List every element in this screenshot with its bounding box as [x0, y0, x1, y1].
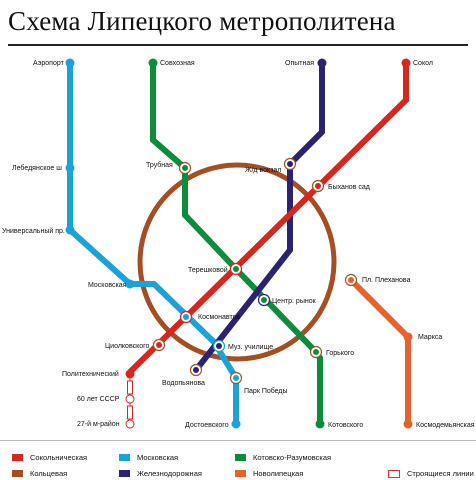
label-marksa: Маркса	[418, 334, 442, 341]
legend-divider	[0, 440, 476, 441]
line-koltsevaya	[137, 162, 337, 362]
label-vodopyanova: Водопьянова	[162, 380, 205, 387]
legend-item-construction: Строящиеся линии	[388, 469, 474, 478]
label-sokol: Сокол	[413, 60, 433, 67]
station-politekhnicheskiy-marker[interactable]	[125, 369, 135, 379]
station-markers	[65, 58, 413, 429]
station-dostoevskogo-marker[interactable]	[231, 419, 241, 429]
label-gorkogo: Горького	[326, 350, 354, 357]
label-trubnaya: Трубная	[146, 161, 173, 169]
label-sovkhoznaya: Совхозная	[160, 60, 195, 67]
legend-label: Котовско-Разумовская	[253, 453, 332, 462]
station-kosmonavtov-marker[interactable]	[179, 310, 193, 324]
label-kotovskogo: Котовского	[328, 422, 363, 429]
station-marksa-marker[interactable]	[403, 332, 413, 342]
station-vodopyanova-marker[interactable]	[189, 363, 203, 377]
station-tsiolkovskogo-marker[interactable]	[152, 338, 166, 352]
station-kosmodemyanskaya-marker[interactable]	[403, 419, 413, 429]
line-novolipetskaya	[348, 277, 411, 424]
label-park-pobedy: Парк Победы	[244, 387, 288, 395]
legend-item-novolipetskaya: Новолипецкая	[235, 469, 303, 478]
station-lebedyanskoe-marker[interactable]	[65, 163, 75, 173]
construction-segment-2	[127, 405, 133, 420]
legend-swatch	[12, 454, 23, 461]
station-kotovskogo-marker[interactable]	[315, 419, 325, 429]
label-politekhnicheskiy: Политехнический	[62, 370, 119, 378]
label-muz-uchilishche: Муз. училище	[228, 344, 273, 351]
label-kosmonavtov: Космонавтов	[198, 314, 241, 321]
legend-swatch	[235, 454, 246, 461]
label-tsiolkovskogo: Циолковского	[105, 343, 150, 350]
legend-label: Московская	[137, 453, 179, 462]
station-moskovskaya-marker[interactable]	[125, 279, 135, 289]
line-sokolnicheskaya	[127, 63, 409, 375]
construction-segment-1	[127, 380, 133, 395]
station-gorkogo-marker[interactable]	[309, 345, 323, 359]
legend-swatch	[119, 454, 130, 461]
line-zheleznodorozhnaya	[193, 63, 325, 372]
station-park-pobedy-marker[interactable]	[229, 371, 243, 385]
station-zhd-vokzal-marker[interactable]	[283, 157, 297, 171]
station-pl-plekhanova-marker[interactable]	[344, 273, 358, 287]
legend-label: Строящиеся линии	[407, 469, 474, 478]
line-kotovsko	[150, 63, 323, 424]
legend-item-kotovsko: Котовско-Разумовская	[235, 453, 331, 462]
map-title: Схема Липецкого метрополитена	[8, 6, 396, 36]
label-kosmodemyanskaya: Космодемьянская	[416, 422, 475, 429]
station-sixty-let-marker[interactable]	[125, 394, 135, 404]
station-universalny-marker[interactable]	[65, 225, 75, 235]
station-muz-uchilishche-marker[interactable]	[212, 339, 226, 353]
legend-item-moskovskaya: Московская	[119, 453, 178, 462]
label-universalny: Универсальный пр.	[2, 227, 65, 235]
legend-swatch	[119, 470, 130, 477]
legend-swatch	[12, 470, 23, 477]
station-sokol-marker[interactable]	[401, 58, 411, 68]
label-tsentr-rynok: Центр. рынок	[272, 298, 317, 305]
station-twenty-seven-marker[interactable]	[125, 419, 135, 429]
legend-label: Железнодорожная	[137, 469, 202, 478]
title-divider	[8, 44, 468, 46]
legend-swatch	[388, 469, 400, 478]
station-trubnaya-marker[interactable]	[178, 161, 192, 175]
label-dostoevskogo: Достоевского	[185, 422, 229, 429]
legend-swatch	[235, 470, 246, 477]
label-moskovskaya: Московская	[88, 282, 127, 289]
station-tsentr-rynok-marker[interactable]	[257, 293, 271, 307]
label-pl-plekhanova: Пл. Плеханова	[362, 277, 411, 284]
station-sovkhoznaya-marker[interactable]	[148, 58, 158, 68]
legend-label: Новолипецкая	[253, 469, 304, 478]
legend-label: Сокольническая	[30, 453, 88, 462]
station-labels: Аэропорт Совхозная Опытная Сокол Лебедян…	[2, 60, 475, 429]
label-zhd-vokzal: Ж/д вокзал	[245, 167, 281, 174]
label-lebedyanskoe: Лебедянское ш	[12, 164, 62, 172]
label-twenty-seven: 27-й м-район	[77, 420, 120, 428]
legend-item-zheleznodorozhnaya: Железнодорожная	[119, 469, 202, 478]
station-bykhanov-sad-marker[interactable]	[311, 179, 325, 193]
legend-item-sokolnicheskaya: Сокольническая	[12, 453, 87, 462]
label-bykhanov-sad: Быханов сад	[328, 184, 370, 191]
label-aeroport: Аэропорт	[33, 60, 65, 67]
station-opytnaya-marker[interactable]	[317, 58, 327, 68]
station-tereshkovoi-marker[interactable]	[229, 262, 243, 276]
label-tereshkovoi: Терешковой	[188, 266, 228, 274]
legend-item-koltsevaya: Кольцевая	[12, 469, 67, 478]
legend-label: Кольцевая	[30, 469, 68, 478]
label-sixty-let: 60 лет СССР	[77, 396, 120, 403]
label-opytnaya: Опытная	[285, 60, 314, 67]
station-aeroport-marker[interactable]	[65, 58, 75, 68]
